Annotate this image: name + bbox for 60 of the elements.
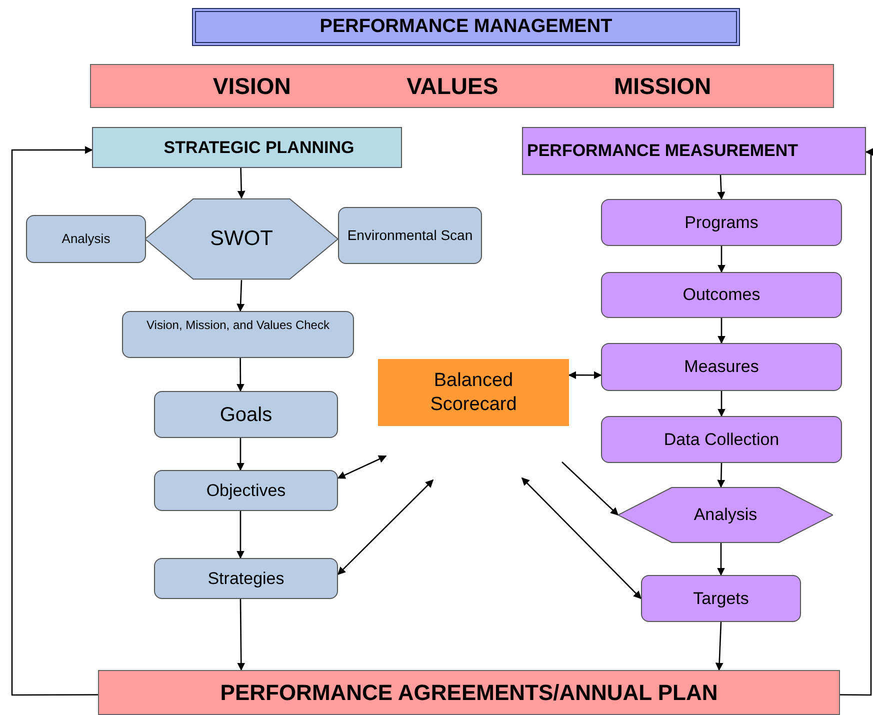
process-box (601, 199, 842, 246)
arrow (521, 477, 642, 600)
process-box (641, 575, 801, 622)
scorecard-box (378, 359, 569, 426)
node-label: Balanced Scorecard (429, 368, 518, 416)
process-box (601, 416, 842, 463)
arrow (568, 371, 602, 380)
process-box (601, 343, 842, 391)
vision-band (90, 64, 834, 108)
node-label: Measures (684, 356, 759, 378)
arrow (718, 391, 726, 417)
node-label: MISSION (614, 72, 712, 101)
node-label: Goals (220, 402, 272, 428)
arrow (237, 599, 246, 671)
arrow (717, 174, 726, 200)
arrow (337, 455, 387, 479)
arrow (718, 318, 726, 344)
node-label: Objectives (206, 480, 286, 502)
node-label: Outcomes (682, 284, 760, 306)
process-box (154, 558, 338, 599)
node-label: Programs (684, 212, 758, 234)
node-label: VISION (212, 72, 291, 101)
node-label: Strategies (208, 568, 284, 590)
process-box (92, 127, 402, 168)
node-label: Analysis (62, 230, 110, 248)
title-box (192, 8, 740, 46)
process-box (338, 207, 482, 264)
process-box (26, 215, 146, 263)
node-label: VALUES (406, 72, 498, 101)
arrow (236, 438, 244, 471)
node-label: Targets (693, 588, 749, 610)
node-label: STRATEGIC PLANNING (164, 136, 354, 159)
arrow (715, 622, 724, 671)
arrow (718, 246, 726, 273)
arrow (11, 146, 98, 696)
node-label: PERFORMANCE MEASUREMENT (526, 140, 798, 162)
arrow (236, 511, 244, 559)
process-box (154, 391, 338, 438)
node-label: SWOT (210, 226, 273, 252)
process-box (154, 470, 338, 511)
node-label: PERFORMANCE AGREEMENTS/ANNUAL PLAN (220, 679, 718, 707)
arrow (236, 358, 244, 392)
hexagon-node (618, 487, 833, 543)
process-box (122, 311, 354, 358)
hexagon-node (145, 198, 338, 280)
arrow (236, 280, 245, 312)
node-label: Vision, Mission, and Values Check (146, 317, 330, 334)
arrow (237, 168, 246, 199)
node-label: PERFORMANCE MANAGEMENT (320, 14, 612, 39)
process-box (522, 127, 866, 175)
node-label: Data Collection (664, 428, 780, 451)
arrow (337, 479, 434, 575)
arrow (562, 462, 619, 516)
arrow (840, 148, 873, 696)
process-box (601, 272, 842, 318)
arrow (717, 543, 725, 576)
arrow (717, 462, 726, 488)
node-label: Environmental Scan (347, 226, 473, 244)
node-label: Analysis (694, 504, 758, 526)
plan-box (98, 670, 840, 715)
